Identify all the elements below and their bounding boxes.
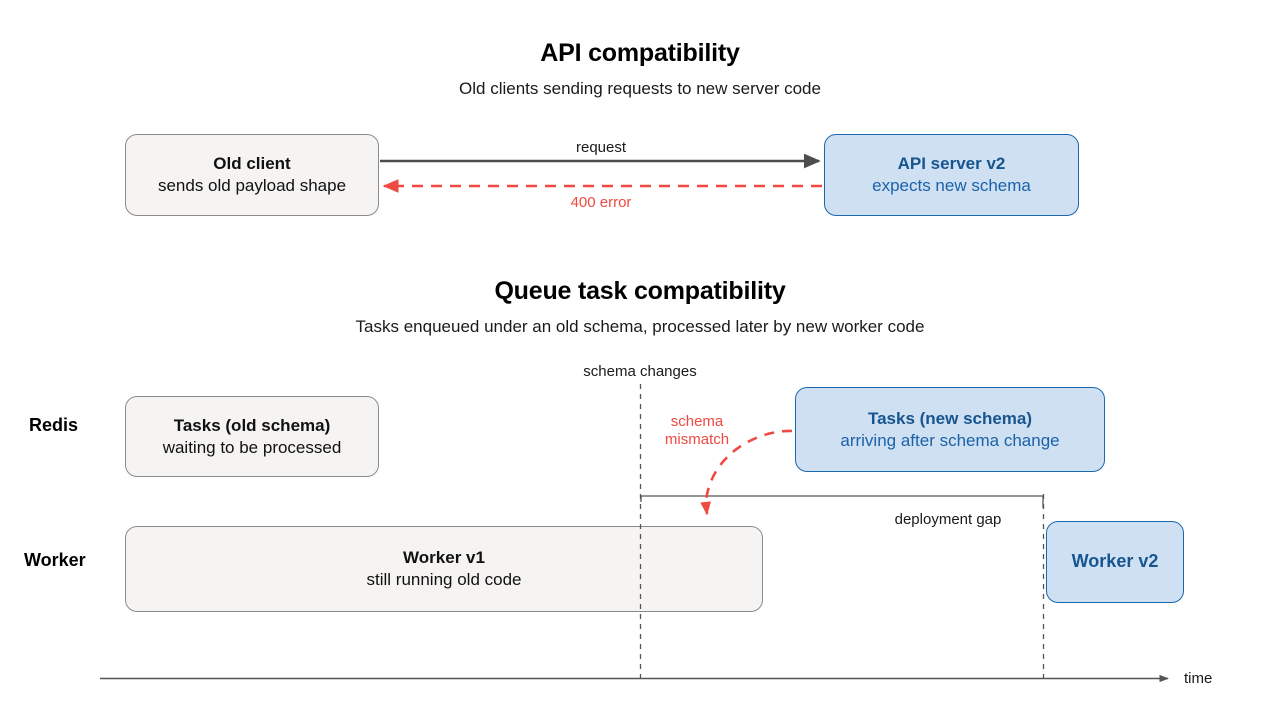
worker-v1-box[interactable]: Worker v1 still running old code (125, 526, 763, 612)
old-client-box[interactable]: Old client sends old payload shape (125, 134, 379, 216)
schema-mismatch-line-2: mismatch (664, 431, 730, 449)
worker-v2-box[interactable]: Worker v2 (1046, 521, 1184, 603)
tasks-new-schema-title: Tasks (new schema) (867, 408, 1033, 428)
schema-changes-label: schema changes (583, 363, 697, 380)
api-server-subtitle: expects new schema (872, 176, 1031, 195)
api-section-subtitle: Old clients sending requests to new serv… (459, 79, 821, 98)
old-client-subtitle: sends old payload shape (157, 176, 347, 195)
schema-mismatch-line-1: schema (670, 413, 724, 430)
worker-v1-subtitle: still running old code (366, 570, 522, 589)
tasks-old-schema-box[interactable]: Tasks (old schema) waiting to be process… (125, 396, 379, 477)
deployment-gap-bracket (640, 495, 1044, 508)
old-client-title: Old client (213, 154, 291, 174)
tasks-old-schema-subtitle: waiting to be processed (162, 437, 342, 457)
row-label-worker: Worker (24, 550, 86, 570)
queue-section-title: Queue task compatibility (494, 277, 786, 305)
row-label-redis: Redis (29, 415, 79, 435)
api-section-title: API compatibility (540, 39, 740, 67)
time-axis-label: time (1184, 670, 1213, 687)
worker-v2-title: Worker v2 (1071, 551, 1159, 572)
deployment-gap-label: deployment gap (894, 511, 1002, 528)
queue-section-subtitle: Tasks enqueued under an old schema, proc… (355, 317, 925, 336)
tasks-new-schema-subtitle: arriving after schema change (840, 430, 1060, 450)
error-arrow-label: 400 error (570, 194, 632, 211)
tasks-old-schema-title: Tasks (old schema) (173, 415, 331, 435)
request-arrow-label: request (575, 139, 627, 156)
tasks-new-schema-box[interactable]: Tasks (new schema) arriving after schema… (795, 387, 1105, 472)
worker-v1-title: Worker v1 (403, 548, 485, 568)
api-server-title: API server v2 (897, 154, 1006, 174)
api-server-box[interactable]: API server v2 expects new schema (824, 134, 1079, 216)
schema-mismatch-label: schema mismatch (651, 413, 743, 450)
